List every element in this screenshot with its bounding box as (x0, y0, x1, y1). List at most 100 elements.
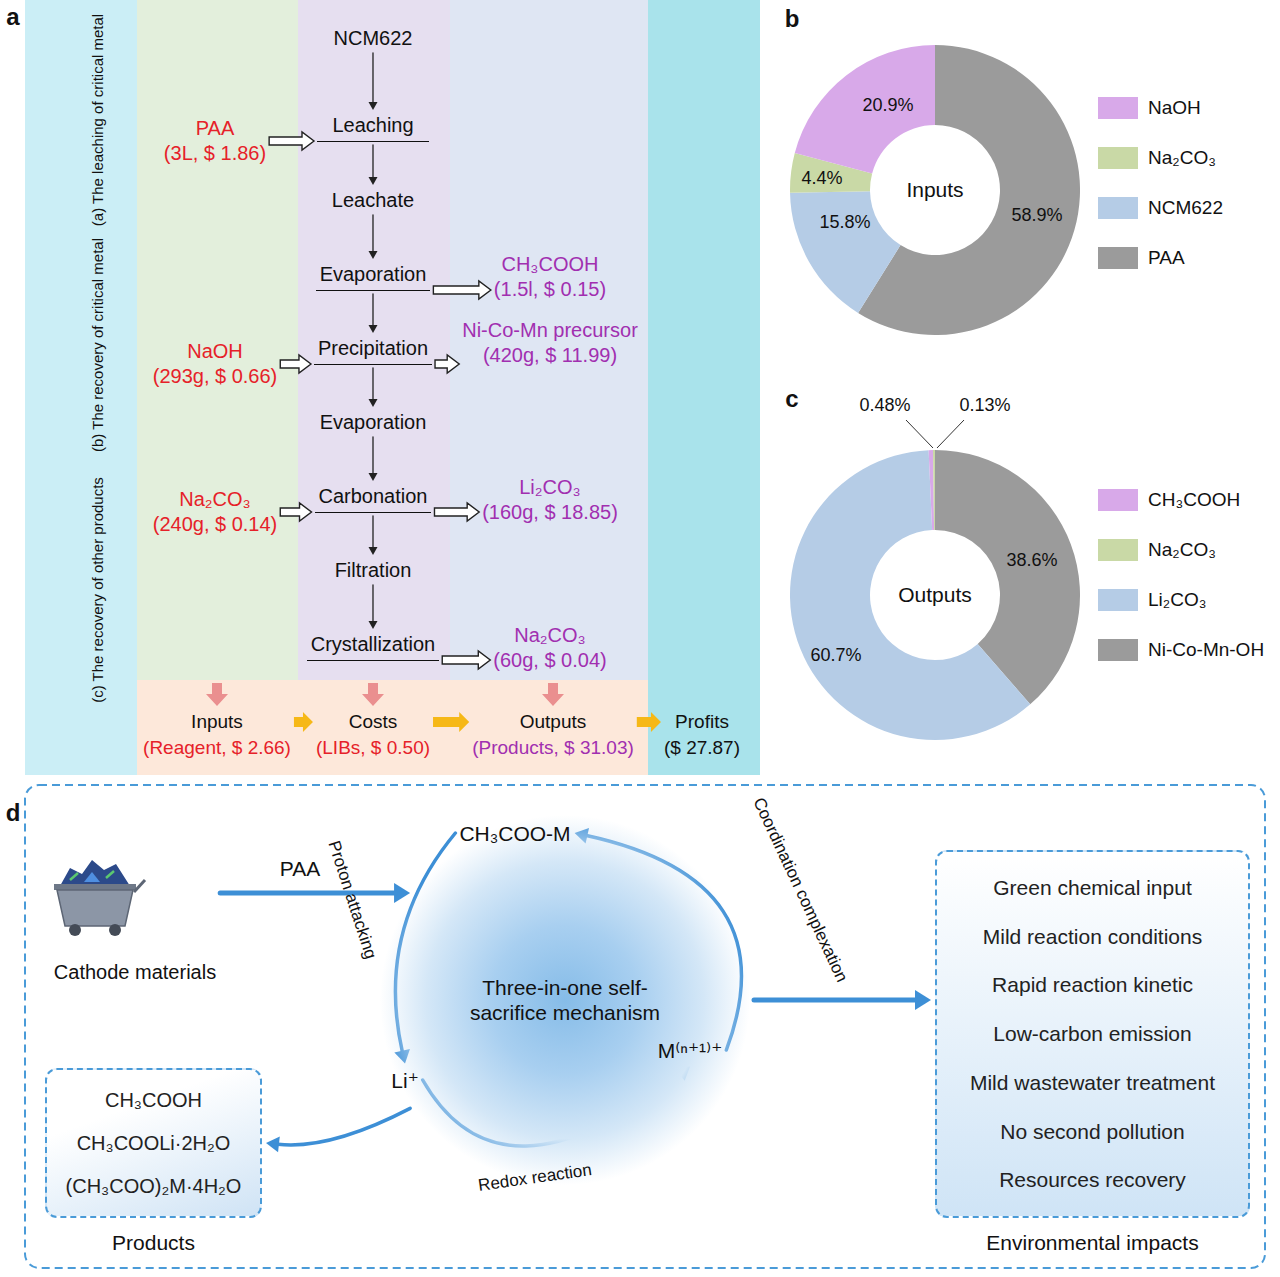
item-value: ($ 27.87) (664, 735, 740, 761)
item-value: (Products, $ 31.03) (472, 735, 634, 761)
panel-letter: a (6, 2, 19, 31)
process-step: Leaching (317, 113, 429, 142)
connector (369, 516, 378, 555)
process-step: Carbonation (315, 484, 432, 513)
item-name: Li₂CO₃ (482, 475, 618, 500)
process-step: Evaporation (316, 262, 431, 291)
step-label: Filtration (331, 558, 416, 582)
item-value: (293g, $ 0.66) (153, 364, 278, 389)
legend-swatch (1098, 97, 1138, 119)
species-text: M⁽ⁿ⁺¹⁾⁺ (658, 1038, 723, 1063)
connector (294, 712, 313, 732)
connector (369, 294, 378, 333)
process-step: Crystallization (307, 632, 439, 661)
step-label: NCM622 (330, 26, 417, 50)
connector (220, 883, 410, 903)
item-name: Outputs (472, 709, 634, 735)
percent-label: 60.7% (810, 644, 861, 666)
reagent-input: NaOH(293g, $ 0.66) (153, 339, 278, 389)
section-label: (b) The recovery of critical metal (89, 238, 107, 452)
panel-frame (25, 785, 1265, 1268)
item-name: Na₂CO₃ (153, 487, 278, 512)
legend-label: Na₂CO₃ (1148, 146, 1216, 170)
item-name: Na₂CO₃ (493, 623, 606, 648)
block-arrow (280, 355, 311, 373)
cart-wheel (69, 924, 81, 936)
donut-chart: Outputs (790, 450, 1080, 740)
list-item: Mild reaction conditions (983, 924, 1202, 950)
cathode-source: Cathode materials (54, 862, 216, 984)
item-value: (160g, $ 18.85) (482, 500, 618, 525)
step-label: Crystallization (307, 632, 439, 656)
reagent-input: PAA(3L, $ 1.86) (164, 116, 266, 166)
connector (369, 368, 378, 407)
list-item: Low-carbon emission (993, 1021, 1191, 1047)
list-item: Mild wastewater treatment (970, 1070, 1215, 1096)
legend-label: NCM622 (1148, 196, 1223, 220)
connector-line (372, 53, 373, 103)
economic-summary: Profits($ 27.87) (664, 709, 740, 761)
list-item: CH₃COOLi·2H₂O (77, 1130, 231, 1156)
connector-line (372, 516, 373, 548)
leader-line (906, 420, 933, 448)
block-arrow (294, 712, 313, 732)
percent-label: 58.9% (1011, 204, 1062, 226)
products-box: CH₃COOHCH₃COOLi·2H₂O(CH₃COO)₂M·4H₂OProdu… (45, 1068, 262, 1218)
donut-center: Outputs (898, 582, 972, 608)
item-name: Ni-Co-Mn precursor (462, 318, 638, 343)
legend-swatch (1098, 147, 1138, 169)
cart-rim (54, 884, 136, 890)
connector-line (372, 585, 373, 622)
edge-label: Coordination complexation (748, 795, 851, 986)
edge-label: Proton attacking (324, 838, 381, 961)
item-value: (240g, $ 0.14) (153, 512, 278, 537)
economic-summary: Outputs(Products, $ 31.03) (472, 709, 634, 761)
species-label: Li⁺ (391, 1068, 418, 1093)
process-column (298, 0, 450, 680)
reagent-input: Na₂CO₃(240g, $ 0.14) (153, 487, 278, 537)
list-item: No second pollution (1000, 1119, 1184, 1145)
list-item: Resources recovery (999, 1167, 1186, 1193)
economic-summary: Inputs(Reagent, $ 2.66) (143, 709, 291, 761)
legend-swatch (1098, 489, 1138, 511)
item-value: (60g, $ 0.04) (493, 648, 606, 673)
connector (637, 712, 661, 732)
section-label: (a) The leaching of critical metal (89, 14, 107, 226)
item-value: (420g, $ 11.99) (462, 343, 638, 368)
percent-label: 15.8% (819, 211, 870, 233)
source-label: Cathode materials (54, 960, 216, 984)
down-arrow (206, 683, 228, 706)
species-label: M⁽ⁿ⁺¹⁾⁺ (658, 1038, 723, 1063)
step-label: Carbonation (315, 484, 432, 508)
connector (369, 145, 378, 185)
panel-letter: c (785, 384, 798, 413)
item-name: Costs (316, 709, 430, 735)
item-name: PAA (164, 116, 266, 141)
connector (269, 132, 314, 150)
item-value: (3L, $ 1.86) (164, 141, 266, 166)
process-step: Filtration (331, 558, 416, 582)
percent-label: 4.4% (801, 167, 842, 189)
connector (369, 437, 378, 481)
item-name: CH₃COOH (494, 252, 606, 277)
item-name: Inputs (143, 709, 291, 735)
connector (280, 503, 311, 521)
connector-line (372, 294, 373, 326)
step-label: Evaporation (316, 262, 431, 286)
connector (435, 355, 459, 373)
panel-letter: b (785, 4, 800, 33)
donut-slice (795, 45, 935, 173)
profit-column (648, 0, 760, 775)
block-arrow (280, 503, 311, 521)
species-label: CH₃COO-M (459, 821, 570, 846)
percent-label: 0.48% (859, 394, 910, 416)
connector (266, 1108, 410, 1152)
species-text: Li⁺ (391, 1068, 418, 1093)
section-label: (c) The recovery of other products (89, 477, 107, 703)
legend-label: Na₂CO₃ (1148, 538, 1216, 562)
step-label: Leachate (328, 188, 418, 212)
connector (442, 651, 490, 669)
donut-slice (790, 450, 1030, 740)
